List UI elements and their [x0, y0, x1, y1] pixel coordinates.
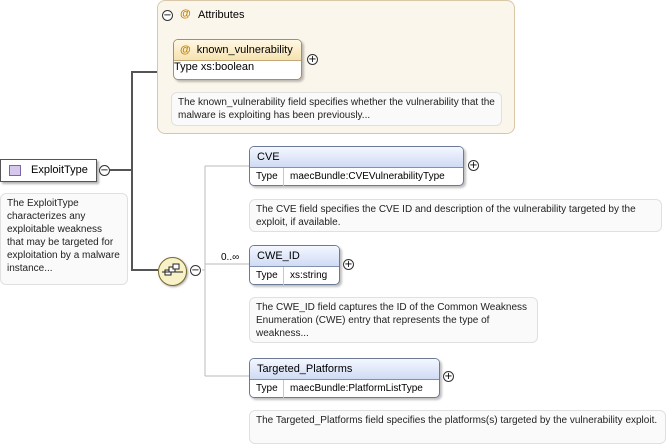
cve-expand-toggle[interactable]: +: [468, 160, 479, 171]
element-type-label: Type: [250, 168, 284, 186]
targeted-platforms-doc-text: The Targeted_Platforms field specifies t…: [256, 415, 658, 426]
connector-sequence: [131, 170, 158, 271]
attributes-group: − @ Attributes @ known_vulnerability Type…: [157, 0, 515, 134]
attribute-type-label: Type: [174, 61, 198, 73]
attribute-marker-icon: @: [180, 44, 191, 56]
cwe-id-doc: The CWE_ID field captures the ID of the …: [249, 297, 538, 343]
element-cwe-id[interactable]: CWE_ID Type xs:string: [249, 245, 340, 285]
root-doc-text: The ExploitType characterizes any exploi…: [7, 198, 120, 274]
element-type-value: maecBundle:CVEVulnerabilityType: [290, 171, 445, 182]
attribute-name: known_vulnerability: [196, 44, 293, 56]
element-cve[interactable]: CVE Type maecBundle:CVEVulnerabilityType: [249, 146, 464, 186]
attribute-doc-text: The known_vulnerability field specifies …: [178, 97, 495, 121]
attribute-expand-toggle[interactable]: +: [307, 54, 318, 65]
cwe-id-expand-toggle[interactable]: +: [343, 259, 354, 270]
element-name: Targeted_Platforms: [250, 359, 439, 380]
attributes-collapse-toggle[interactable]: −: [162, 10, 173, 21]
element-name: CWE_ID: [250, 246, 339, 267]
element-type-value: xs:string: [290, 270, 328, 281]
root-collapse-toggle[interactable]: −: [99, 165, 110, 176]
element-type-label: Type: [250, 267, 284, 285]
sequence-cardinality: 0..∞: [221, 252, 240, 263]
element-type-value: maecBundle:PlatformListType: [290, 383, 423, 394]
root-element[interactable]: ExploitType: [0, 159, 97, 182]
cwe-id-doc-text: The CWE_ID field captures the ID of the …: [256, 302, 528, 339]
cve-doc: The CVE field specifies the CVE ID and d…: [249, 199, 662, 232]
connector-attributes: [110, 71, 157, 171]
sequence-collapse-toggle[interactable]: −: [190, 265, 201, 276]
element-targeted-platforms[interactable]: Targeted_Platforms Type maecBundle:Platf…: [249, 358, 440, 398]
root-element-name: ExploitType: [31, 164, 88, 176]
attribute-type-value: xs:boolean: [200, 61, 255, 73]
sequence-icon: [162, 263, 183, 276]
element-type-label: Type: [250, 380, 284, 398]
cve-doc-text: The CVE field specifies the CVE ID and d…: [256, 204, 636, 228]
root-doc: The ExploitType characterizes any exploi…: [0, 193, 128, 285]
targeted-platforms-expand-toggle[interactable]: +: [443, 371, 454, 382]
attributes-icon: @: [180, 8, 191, 20]
complex-type-icon: [9, 165, 21, 176]
element-name: CVE: [250, 147, 463, 168]
attribute-doc: The known_vulnerability field specifies …: [171, 92, 502, 126]
attribute-known-vulnerability[interactable]: @ known_vulnerability Type xs:boolean: [173, 39, 302, 80]
sequence-compositor[interactable]: [158, 257, 187, 286]
targeted-platforms-doc: The Targeted_Platforms field specifies t…: [249, 410, 666, 444]
attributes-title: Attributes: [198, 9, 245, 21]
